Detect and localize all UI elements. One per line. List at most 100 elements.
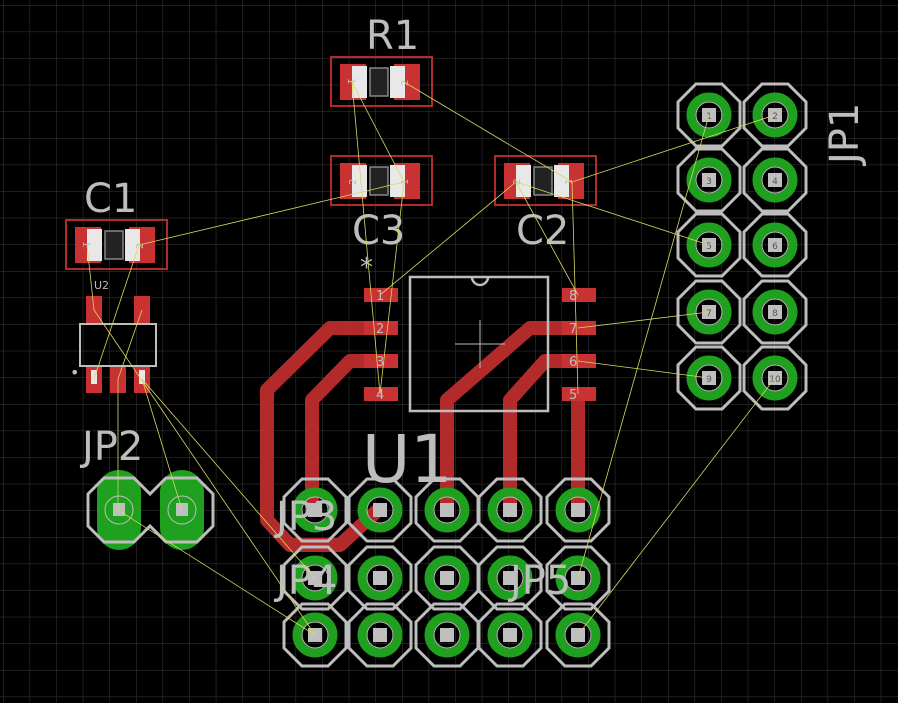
header-pad-row-3[interactable]: [347, 602, 413, 668]
header-pad-row-2[interactable]: [545, 545, 611, 611]
header-pad-row-1[interactable]: [282, 477, 348, 543]
header-pad-row-3[interactable]: [414, 602, 480, 668]
pad-copper-ring: [686, 355, 732, 401]
pad-ring-line: [301, 621, 329, 649]
u1-pad-5[interactable]: [562, 387, 596, 401]
airwire: [379, 181, 405, 395]
c3-component[interactable]: 2 1 C3: [330, 155, 433, 254]
pad-drill: [440, 503, 454, 517]
u1-pin-label: 4: [376, 388, 384, 403]
pad-ring-line: [301, 496, 329, 524]
u1-pad-4[interactable]: [364, 387, 398, 401]
r1-outline: [330, 56, 433, 107]
pad-copper-ring: [752, 355, 798, 401]
pad-ring-line: [301, 564, 329, 592]
c1-component[interactable]: 1 2 C1: [65, 176, 168, 270]
header-pad-row-3[interactable]: [477, 602, 543, 668]
header-pad-row-1[interactable]: [477, 477, 543, 543]
pad-outline: [477, 602, 543, 668]
u1-body-outline: [408, 275, 550, 413]
pad-outline: [742, 212, 808, 278]
jp1-pad[interactable]: 8: [742, 279, 808, 345]
pad-outline: [676, 279, 742, 345]
pad-outline: [545, 477, 611, 543]
u1-notch: [470, 276, 490, 287]
pad-drill: [571, 503, 585, 517]
pad-ring-line: [695, 101, 723, 129]
pad-number: 3: [706, 177, 712, 187]
pad-outline: [742, 82, 808, 148]
jp2-outline: [86, 476, 215, 544]
pad-copper-ring: [292, 555, 338, 601]
jp1-pad[interactable]: 6: [742, 212, 808, 278]
pad-copper-ring: [752, 289, 798, 335]
pad-copper-ring: [752, 92, 798, 138]
airwire: [577, 114, 710, 579]
u1-component[interactable]: 1 2 3 4 8 7 6 5 * U1: [360, 253, 596, 498]
pad-outline: [282, 545, 348, 611]
header-pad-row-2[interactable]: [477, 545, 543, 611]
jp1-pad[interactable]: 10: [742, 345, 808, 411]
u1-pin-label: 5: [569, 388, 577, 403]
header-pad-row-1[interactable]: [347, 477, 413, 543]
pad-ring-line: [496, 496, 524, 524]
u1-label: U1: [362, 421, 452, 498]
c3-body-left: [352, 165, 367, 197]
jp3-jp4-jp5-headers[interactable]: [282, 477, 611, 668]
trace-u1-pin7-jp3[interactable]: [440, 321, 590, 517]
pad-outline: [676, 212, 742, 278]
header-pad-row-2[interactable]: [347, 545, 413, 611]
c1-pin-label: 1: [80, 241, 91, 247]
pad-ring-line: [366, 621, 394, 649]
airwire: [351, 81, 405, 183]
u1-pad-1[interactable]: [364, 288, 398, 302]
jp1-pad[interactable]: 5: [676, 212, 742, 278]
pad-outline: [282, 477, 348, 543]
pad-ring-line: [564, 621, 592, 649]
jp3-label: JP3: [273, 494, 337, 540]
pad-copper-ring: [292, 487, 338, 533]
u1-pin-label: 3: [376, 355, 384, 370]
pad-drill: [702, 173, 716, 187]
c3-body-right: [390, 165, 405, 197]
u1-pad-3[interactable]: [364, 354, 398, 368]
u1-pad-8[interactable]: [562, 288, 596, 302]
trace-u1-pin3-jp3[interactable]: [305, 354, 380, 517]
pad-outline: [414, 545, 480, 611]
r1-component[interactable]: 1 2 R1: [330, 13, 433, 107]
jp2-drill-1: [113, 503, 125, 516]
c2-body-right: [554, 165, 569, 197]
pad-copper-ring: [555, 612, 601, 658]
pad-outline: [414, 477, 480, 543]
jp1-pad[interactable]: 7: [676, 279, 742, 345]
u1-pin-label: 7: [569, 322, 577, 337]
header-pad-row-1[interactable]: [545, 477, 611, 543]
u1-pad-2[interactable]: [364, 321, 398, 335]
pad-ring-line: [761, 298, 789, 326]
c1-outline: [65, 219, 168, 270]
pad-drill: [373, 503, 387, 517]
jp1-pad[interactable]: 3: [676, 147, 742, 213]
pad-ring-line: [564, 496, 592, 524]
pad-ring-line: [564, 564, 592, 592]
jp1-pad[interactable]: 4: [742, 147, 808, 213]
c1-pin-label: 2: [135, 243, 146, 249]
airwire: [577, 377, 776, 636]
c3-outline: [330, 155, 433, 206]
pad-ring-line: [695, 298, 723, 326]
pad-drill: [440, 571, 454, 585]
pad-number: 9: [706, 375, 712, 385]
pad-drill: [768, 305, 782, 319]
pad-drill: [503, 628, 517, 642]
header-pad-row-1[interactable]: [414, 477, 480, 543]
jp1-pad[interactable]: 2: [742, 82, 808, 148]
pad-number: 5: [706, 242, 712, 252]
airwire: [577, 360, 710, 379]
header-pad-row-2[interactable]: [414, 545, 480, 611]
trace-u1-pin2-jp3[interactable]: [260, 321, 385, 552]
c3-pin-label: 2: [348, 179, 359, 185]
jp4-label: JP4: [273, 558, 337, 604]
